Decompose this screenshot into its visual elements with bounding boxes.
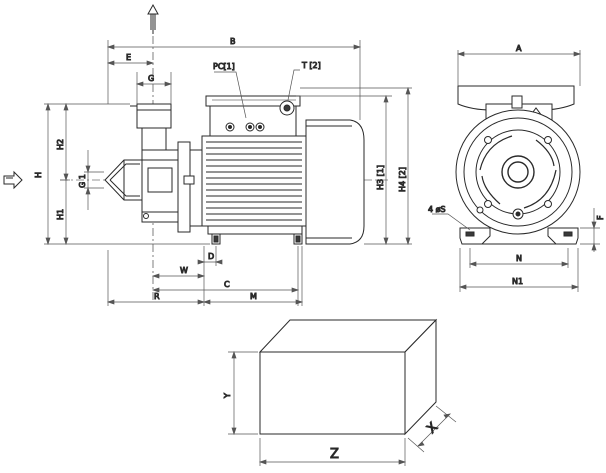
discharge-neck bbox=[130, 103, 172, 151]
dim-H2-label: H2 bbox=[56, 139, 65, 150]
suction-nozzle bbox=[104, 159, 143, 201]
thermal-switch-icon bbox=[279, 100, 295, 116]
front-casing bbox=[455, 109, 581, 235]
dim-G1-label: G 1 bbox=[78, 174, 87, 188]
dim-holes-label: 4 øS bbox=[428, 205, 446, 214]
dim-W-label: W bbox=[180, 266, 188, 275]
motor-cooling-fins bbox=[206, 141, 302, 221]
dim-M-label: M bbox=[250, 292, 257, 301]
dim-Y-label: Y bbox=[223, 393, 232, 399]
dimension-lines-right bbox=[296, 86, 412, 246]
front-bolt-icon bbox=[476, 136, 552, 220]
dim-H4-label: H4 [2] bbox=[398, 167, 407, 192]
dim-Z-label: Z bbox=[330, 447, 339, 462]
dimension-lines-left bbox=[44, 102, 210, 246]
dim-PC1-label: PC[1] bbox=[213, 62, 235, 71]
capacitor-screw-icon bbox=[225, 122, 265, 132]
dim-B-label: B bbox=[230, 37, 236, 46]
suction-arrow-icon bbox=[3, 170, 23, 190]
dim-H1-label: H1 bbox=[56, 209, 65, 220]
box-front-face bbox=[259, 351, 406, 435]
discharge-arrow-icon bbox=[147, 3, 159, 34]
box-dimension-lines bbox=[228, 350, 457, 466]
dimension-lines-top bbox=[106, 40, 362, 120]
dim-R-label: R bbox=[154, 292, 160, 301]
packaging-box: Y Z X bbox=[223, 318, 457, 466]
dim-F-label: F bbox=[596, 215, 605, 220]
dim-T2-label: T [2] bbox=[301, 61, 321, 70]
dim-D-label: D bbox=[208, 252, 214, 261]
terminal-box bbox=[205, 95, 301, 137]
dim-E-label: E bbox=[126, 53, 131, 62]
dimension-lines-bottom bbox=[106, 246, 304, 306]
dim-A-label: A bbox=[516, 44, 522, 53]
front-view: A 4 øS F N N1 bbox=[428, 44, 606, 292]
motor-body bbox=[201, 135, 307, 227]
pump-housing bbox=[141, 141, 203, 233]
dim-N1-label: N1 bbox=[512, 277, 523, 286]
fan-cover bbox=[305, 119, 365, 245]
box-side-face bbox=[404, 318, 437, 436]
side-view: B E G PC[1] T [2] H H2 H1 G 1 bbox=[3, 3, 412, 306]
dim-H3-label: H3 [1] bbox=[376, 165, 385, 190]
dim-X-label: X bbox=[424, 420, 441, 437]
dim-H-label: H bbox=[34, 172, 43, 178]
pump-base bbox=[207, 225, 303, 245]
dim-C-label: C bbox=[224, 280, 230, 289]
front-feet bbox=[459, 227, 579, 245]
front-impeller bbox=[479, 135, 557, 209]
dim-G-label: G bbox=[148, 74, 154, 83]
front-dimension-lines bbox=[432, 50, 600, 292]
dim-N-label: N bbox=[516, 254, 522, 263]
